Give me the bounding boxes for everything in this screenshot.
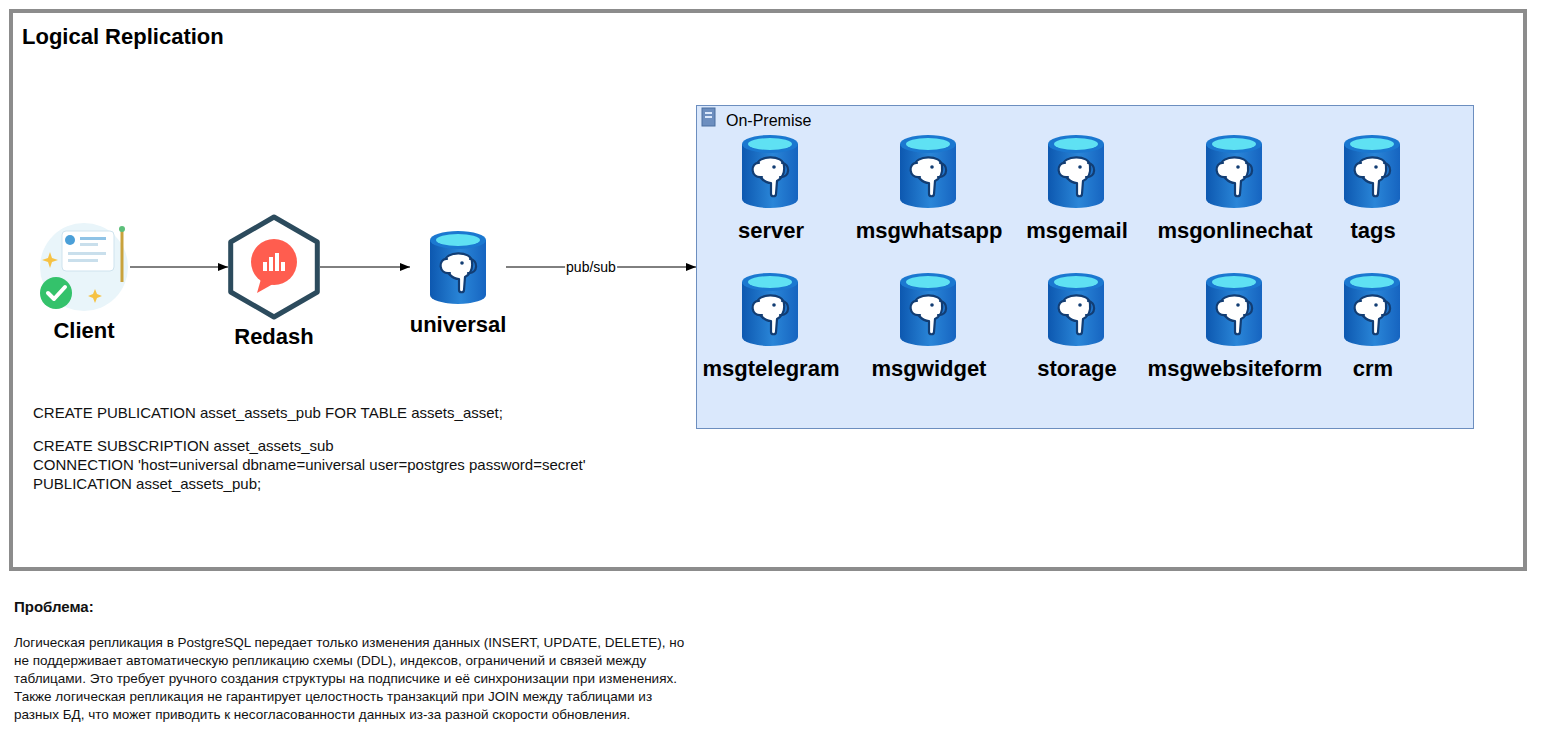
outer-frame [11, 11, 1525, 569]
sql-code: PUBLICATION asset_assets_pub; [33, 475, 733, 493]
database-node: msgwhatsapp [839, 134, 1019, 249]
sql-code: CREATE PUBLICATION asset_assets_pub FOR … [33, 404, 733, 422]
node-label: msgwidget [839, 356, 1019, 382]
node-label: Redash [208, 324, 340, 350]
database-icon [742, 273, 798, 346]
redash-node: Redash [228, 216, 320, 352]
note-text: Логическая репликация в PostgreSQL перед… [14, 634, 696, 724]
database-node: tags [1283, 134, 1463, 249]
node-label: Client [18, 318, 150, 344]
node-label: tags [1283, 218, 1463, 244]
node-label: universal [390, 312, 526, 338]
node-label: msgonlinechat [1145, 218, 1325, 244]
node-label: msgtelegram [681, 356, 861, 382]
note-heading: Проблема: [14, 598, 314, 616]
database-node: msgonlinechat [1145, 134, 1325, 249]
arrow-connector [320, 267, 410, 268]
server-rack-icon [702, 108, 715, 126]
database-node: server [681, 134, 861, 249]
database-node: universal [410, 230, 506, 340]
node-label: server [681, 218, 861, 244]
database-icon [430, 231, 486, 304]
node-label: On-Premise [726, 111, 1026, 131]
database-icon [742, 135, 798, 208]
database-node: msgwebsiteform [1145, 272, 1325, 387]
diagram-title: Logical Replication [22, 24, 224, 50]
edge-label: pub/sub [565, 259, 617, 275]
database-node: msgwidget [839, 272, 1019, 387]
arrow-connector [130, 267, 228, 268]
redash-icon [231, 217, 318, 317]
database-icon [900, 135, 956, 208]
database-icon [1048, 135, 1104, 208]
database-node: crm [1283, 272, 1463, 387]
database-icon [1344, 135, 1400, 208]
database-icon [1048, 273, 1104, 346]
node-label: crm [1283, 356, 1463, 382]
node-label: msgemail [987, 218, 1167, 244]
node-label: msgwhatsapp [839, 218, 1019, 244]
sql-code: CREATE SUBSCRIPTION asset_assets_sub [33, 437, 733, 455]
database-node: storage [987, 272, 1167, 387]
node-label: storage [987, 356, 1167, 382]
database-node: msgtelegram [681, 272, 861, 387]
on-premise-group: On-Premiseservermsgwhatsappmsgemailmsgon… [696, 105, 1474, 429]
client-node: Client [38, 218, 130, 346]
node-label: msgwebsiteform [1145, 356, 1325, 382]
sql-code: CONNECTION 'host=universal dbname=univer… [33, 456, 733, 474]
database-icon [900, 273, 956, 346]
client-icon [40, 223, 128, 311]
database-node: msgemail [987, 134, 1167, 249]
database-icon [1206, 273, 1262, 346]
database-icon [1344, 273, 1400, 346]
database-icon [1206, 135, 1262, 208]
